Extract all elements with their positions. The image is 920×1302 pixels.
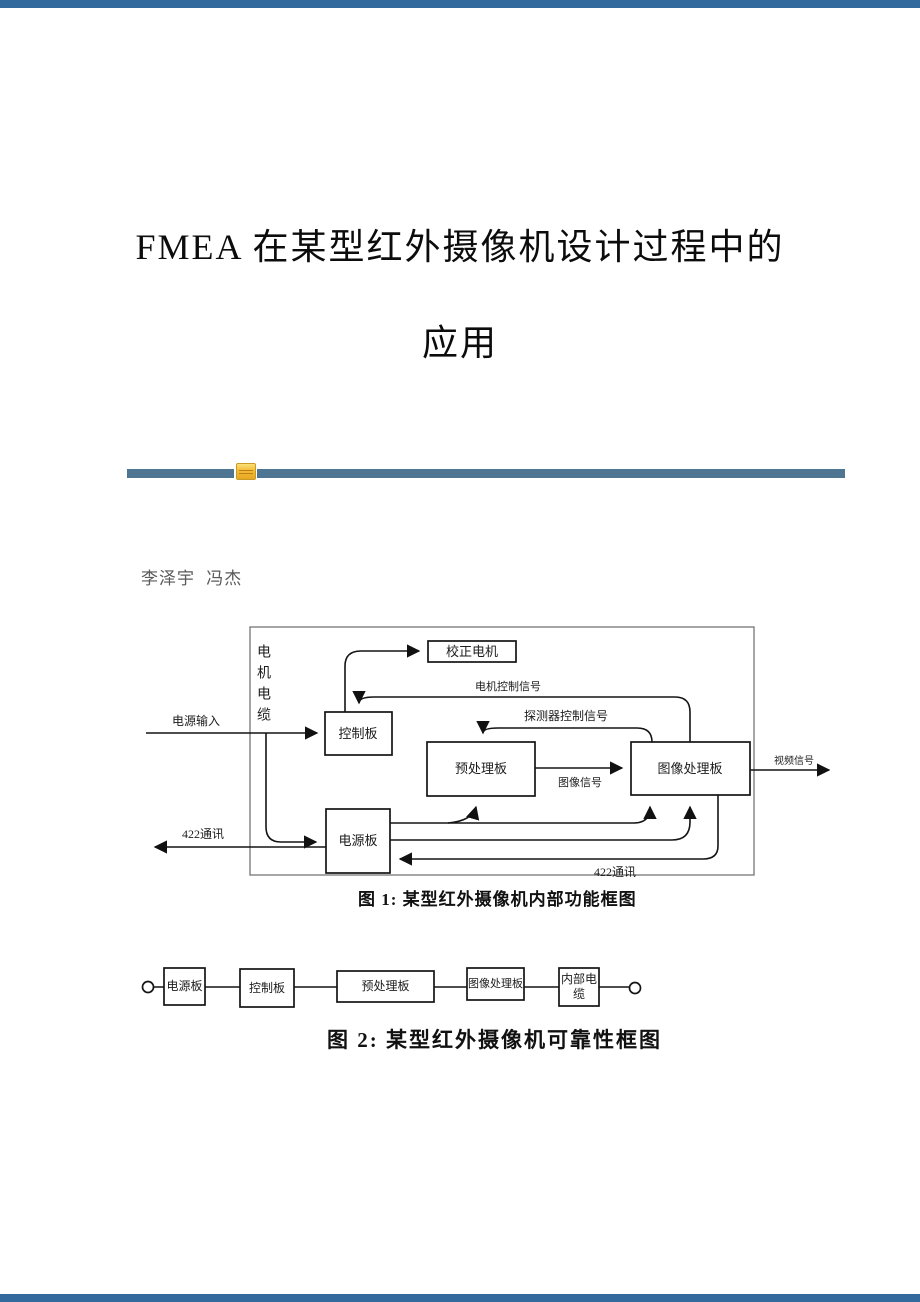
arrow-power-to-image-board2: [390, 805, 697, 841]
box-power-board: [325, 808, 391, 874]
block-internal-cable: [558, 967, 600, 1007]
label-power-input: 电源输入: [172, 714, 221, 728]
figure1-caption: 图 1: 某型红外摄像机内部功能框图: [358, 890, 637, 909]
figure1-boxes: [324, 640, 751, 874]
terminal-circle-right: [628, 981, 642, 995]
label-correction-motor: 校正电机: [446, 644, 498, 659]
block-label-control-board: 控制板: [248, 980, 285, 995]
block-label-power-board: 电源板: [166, 979, 203, 993]
arrow-motor-control-signal: [352, 690, 691, 742]
arrow-power-to-preprocess: [447, 805, 480, 824]
label-motor-control-signal: 电机控制信号: [475, 681, 541, 693]
box-correction-motor: [427, 640, 517, 663]
figure2-caption: 图 2: 某型红外摄像机可靠性框图: [327, 1028, 662, 1052]
figure1-connectors: [146, 644, 831, 866]
label-control-board: 控制板: [338, 726, 377, 741]
figure2-canvas: [141, 967, 642, 1008]
terminal-circle-left: [141, 980, 155, 994]
page-title-line2: 应用: [421, 323, 498, 363]
label-power-board: 电源板: [338, 833, 377, 848]
page-title-line1: FMEA 在某型红外摄像机设计过程中的: [135, 227, 785, 267]
label-preprocess-board: 预处理板: [455, 761, 507, 776]
bottom-edge-bar: [0, 1294, 920, 1302]
label-422-comm-right: 422通讯: [594, 865, 637, 879]
label-image-board: 图像处理板: [657, 761, 722, 776]
label-detector-control-signal: 探测器控制信号: [524, 709, 609, 723]
figure1-functional-diagram: 校正电机 控制板 预处理板 图像处理板 电源板 电机电缆 电源输入 电机控制信号…: [130, 618, 850, 888]
block-power-board: [163, 967, 206, 1006]
arrow-power-to-image-board: [390, 805, 657, 824]
label-motor-cable: 电机电缆: [255, 644, 270, 728]
figure2-boxes: [141, 967, 642, 1008]
divider-left-segment: [127, 469, 234, 478]
label-video-signal: 视频信号: [774, 756, 814, 767]
box-preprocess-board: [426, 741, 536, 797]
authors: 李泽宇 冯杰: [141, 569, 243, 588]
figure1-outer-frame: [249, 626, 755, 876]
block-label-preprocess-board: 预处理板: [361, 979, 410, 993]
box-image-board: [630, 741, 751, 796]
block-label-image-board: 图像处理板: [468, 977, 523, 990]
figure1-canvas: 校正电机 控制板 预处理板 图像处理板 电源板: [146, 626, 831, 876]
arrow-detector-control-signal: [476, 720, 653, 743]
block-control-board: [239, 968, 295, 1008]
envelope-icon: [236, 463, 256, 480]
label-422-comm-left: 422通讯: [182, 827, 225, 841]
figure2-reliability-diagram: 电源板 控制板 预处理板 图像处理板 内部电缆: [130, 955, 790, 1017]
top-edge-bar: [0, 0, 920, 8]
label-image-signal: 图像信号: [558, 777, 602, 789]
block-image-board: [466, 967, 525, 1001]
block-label-internal-cable: 内部电缆: [560, 972, 597, 1001]
block-preprocess-board: [336, 970, 435, 1003]
arrow-422-return: [398, 795, 719, 866]
arrow-cable-to-power-board: [265, 733, 318, 849]
box-control-board: [324, 711, 393, 756]
divider-right-segment: [257, 469, 845, 478]
arrow-control-to-motor: [344, 644, 421, 712]
